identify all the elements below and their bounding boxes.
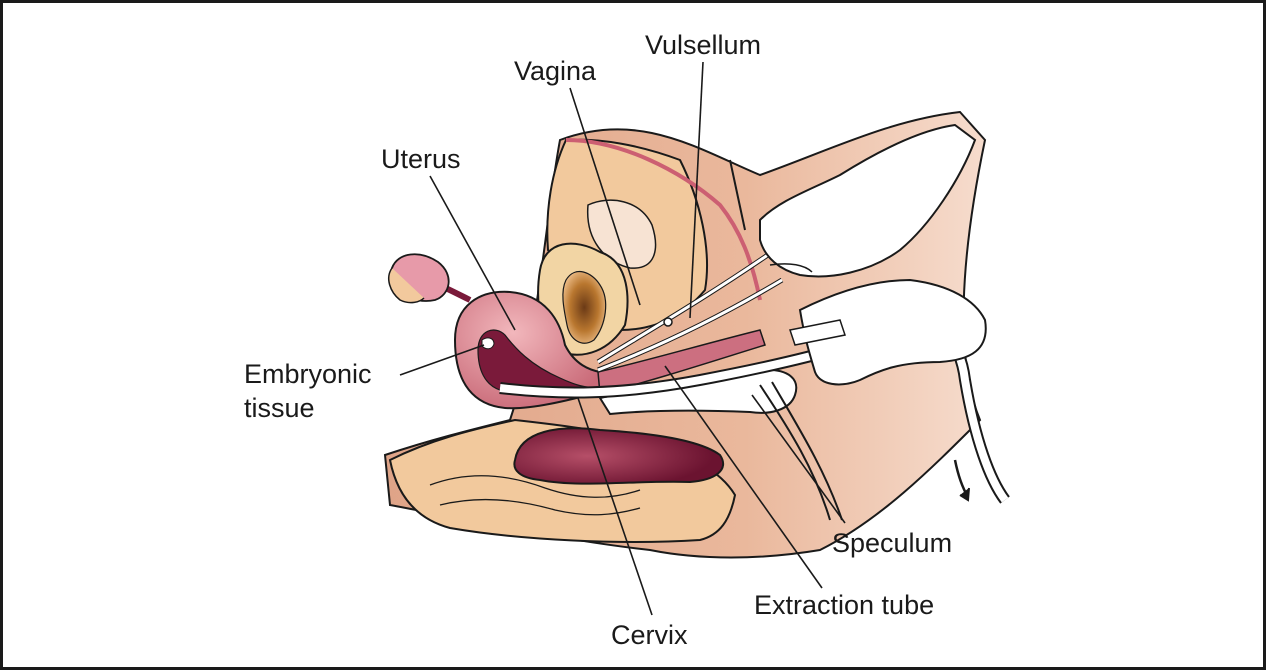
embryonic-tissue-mark xyxy=(482,338,494,349)
label-embryonic-tissue-line1: Embryonic xyxy=(244,359,372,390)
label-uterus: Uterus xyxy=(381,144,461,175)
label-cervix: Cervix xyxy=(611,620,688,651)
label-vagina: Vagina xyxy=(514,56,596,87)
label-embryonic-tissue-line2: tissue xyxy=(244,393,315,424)
label-extraction-tube: Extraction tube xyxy=(754,590,934,621)
label-speculum: Speculum xyxy=(832,528,952,559)
label-vulsellum: Vulsellum xyxy=(645,30,761,61)
